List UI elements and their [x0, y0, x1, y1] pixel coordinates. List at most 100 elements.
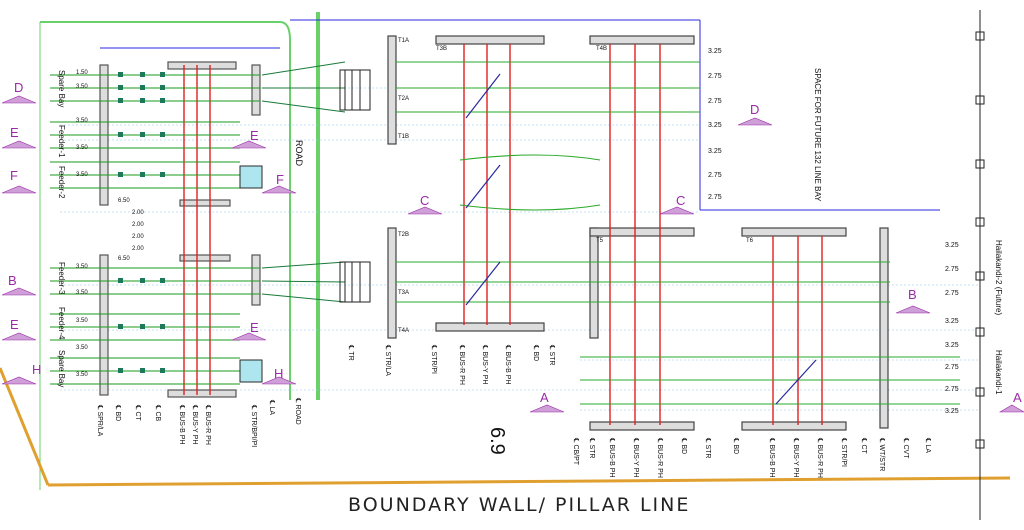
right-lower-dim-3: 3.25 [945, 318, 959, 325]
left-dim-5: 3.50 [76, 264, 88, 270]
label-right-2: ℄ BUS-B PH [608, 438, 615, 478]
tower-tag-8: T5 [596, 238, 604, 244]
label-left-1: ℄ BD [114, 405, 121, 422]
label-right-5: ℄ BD [680, 438, 687, 455]
label-right-14: ℄ CVT [902, 438, 909, 459]
label-right-4: ℄ BUS-R PH [656, 438, 663, 478]
right-dim-6: 2.75 [708, 194, 722, 201]
left-dim-6: 3.50 [76, 290, 88, 296]
section-letter-c1: C [420, 193, 430, 208]
mid-dim-0: 6.50 [118, 198, 130, 204]
right-bay-name-1: Hailakandi-2 (Future) [994, 240, 1003, 316]
diagonal-connectors [465, 73, 817, 405]
right-dim-5: 2.75 [708, 172, 722, 179]
label-left-0: ℄ SPR/LA [96, 405, 103, 437]
left-dim-9: 3.50 [76, 372, 88, 378]
tower-tag-7: T4B [596, 46, 608, 52]
road-label: ROAD [294, 140, 304, 167]
section-letter-h: H [274, 366, 284, 381]
road-lines [39, 12, 320, 490]
left-bay-letter-1: D [14, 80, 24, 95]
section-letter-e1: E [250, 128, 259, 143]
right-lower-dim-5: 2.75 [945, 364, 959, 371]
section-letter-d: D [750, 102, 760, 117]
label-right-11: ℄ STR/PI [840, 438, 847, 467]
label-left-10: ℄ STR/BPI/PI [250, 405, 257, 448]
label-mid-8: ℄ BD [532, 345, 539, 362]
section-letter-f: F [276, 172, 284, 187]
label-left-2: ℄ CT [134, 405, 141, 421]
label-left-8: ℄ BUS-R PH [204, 405, 211, 445]
label-left-7: ℄ BUS-Y PH [191, 405, 198, 445]
tower-tag-2: T1B [398, 134, 410, 140]
mid-dim-3: 2.00 [132, 234, 144, 240]
label-right-0: ℄ CB/PT [572, 438, 579, 466]
label-mid-5: ℄ BUS-R PH [458, 345, 465, 385]
right-lower-dim-6: 2.75 [945, 386, 959, 393]
tower-tag-0: T1A [398, 38, 410, 44]
boundary-wall-line [0, 367, 1011, 487]
mid-dim-5: 6.50 [118, 256, 130, 262]
label-mid-7: ℄ BUS-B PH [504, 345, 511, 385]
left-busbars [183, 65, 211, 395]
label-right-8: ℄ BUS-B PH [768, 438, 775, 478]
left-bay-letter-4: B [8, 273, 17, 288]
right-boundary-rail [975, 10, 985, 520]
label-left-6: ℄ BUS-B PH [178, 405, 185, 445]
left-dim-7: 3.50 [76, 318, 88, 324]
label-mid-3: ℄ STR/LA [384, 345, 391, 376]
label-right-9: ℄ BUS-Y PH [792, 438, 799, 478]
label-mid-6: ℄ BUS-Y PH [481, 345, 488, 385]
tower-tag-5: T4A [398, 328, 410, 334]
main-dimension-label: 6.9 [486, 427, 508, 455]
label-right-15: ℄ LA [924, 438, 931, 454]
section-letter-e2: E [250, 320, 259, 335]
label-right-1: ℄ STR [588, 438, 595, 459]
label-mid-1: ℄ ROAD [294, 398, 301, 425]
label-left-3: ℄ CB [154, 405, 161, 422]
right-lower-dim-4: 3.25 [945, 342, 959, 349]
right-dim-4: 3.25 [708, 148, 722, 155]
right-lower-dim-0: 3.25 [945, 242, 959, 249]
tower-tag-4: T3A [398, 290, 410, 296]
central-feeder-lines [396, 61, 960, 405]
left-bay-gantries [99, 61, 261, 398]
top-dimension-lines [100, 19, 940, 211]
section-letter-a: A [540, 390, 549, 405]
label-mid-9: ℄ STR [548, 345, 555, 366]
right-dim-0: 3.25 [708, 48, 722, 55]
tower-tag-1: T2A [398, 96, 410, 102]
interconnect-lines [261, 61, 346, 303]
left-bay-letter-6: H [32, 362, 42, 377]
left-bay-letter-5: E [10, 317, 19, 332]
transformer-banks [339, 69, 371, 303]
left-bay-name-5: Feeder-4 [57, 307, 66, 340]
mid-dim-4: 2.00 [132, 246, 144, 252]
left-dim-1: 3.50 [76, 84, 88, 90]
future-bay-label: SPACE FOR FUTURE 132 LINE BAY [813, 68, 822, 202]
right-bay-letter-2: A [1013, 390, 1022, 405]
mid-dim-1: 2.00 [132, 210, 144, 216]
right-lower-dim-2: 2.75 [945, 290, 959, 297]
label-mid-0: ℄ LA [268, 400, 275, 416]
left-dim-2: 3.50 [76, 118, 88, 124]
right-lower-dim-7: 3.25 [945, 408, 959, 415]
left-dim-4: 3.50 [76, 172, 88, 178]
left-dim-8: 3.50 [76, 345, 88, 351]
boundary-wall-label: BOUNDARY WALL/ PILLAR LINE [348, 494, 691, 516]
label-right-13: ℄ WT/STR [878, 438, 885, 472]
tower-tag-6: T3B [436, 46, 448, 52]
left-dim-3: 3.50 [76, 145, 88, 151]
label-mid-2: ℄ TR [347, 345, 354, 361]
label-mid-4: ℄ STR/PI [430, 345, 437, 374]
left-bay-name-3: Feeder-2 [57, 166, 66, 199]
left-bay-name-1: Spare Bay [57, 70, 66, 108]
label-right-3: ℄ BUS-Y PH [632, 438, 639, 478]
section-letter-c2: C [676, 193, 686, 208]
left-bay-name-6: Spare Bay [57, 350, 66, 388]
left-equipment-markers [118, 72, 165, 373]
label-right-12: ℄ CT [860, 438, 867, 454]
right-bay-letter-1: B [908, 287, 917, 302]
label-right-7: ℄ BD [732, 438, 739, 455]
